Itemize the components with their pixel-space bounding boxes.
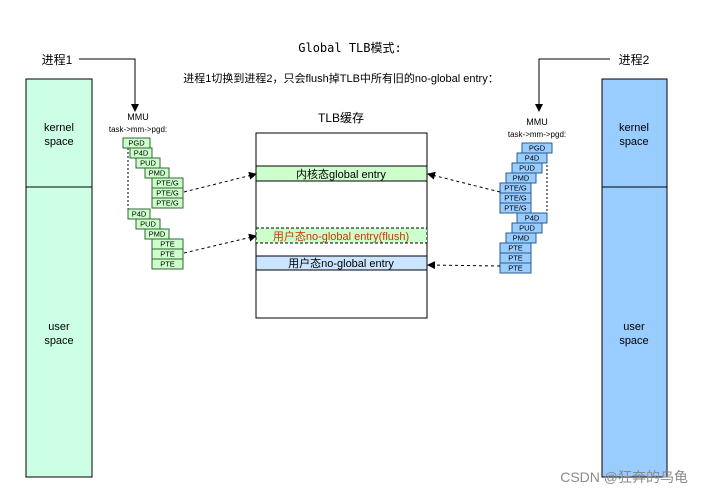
process1-table-pte-g-label: PTE/G — [156, 189, 179, 198]
process1-label: 进程1 — [42, 52, 73, 67]
process2-table-6-pte-g-box — [499, 202, 532, 214]
process1-user-space — [25, 186, 93, 478]
tlb-entry-global-text: 内核态global entry — [296, 167, 386, 181]
process2-table-7-p4d-label: P4D — [525, 214, 540, 223]
process2-table-1-p4d-label: P4D — [525, 154, 540, 163]
process1-table-pte-g-box — [151, 197, 184, 209]
process2-table-3-pmd-label: PMD — [513, 174, 530, 183]
process2-kernel-label-2: space — [619, 136, 648, 148]
tlb-entry-noglobal — [255, 255, 428, 271]
p1-kernel-to-tlb-arrow — [183, 171, 257, 193]
process2-table-9-pmd-label: PMD — [513, 234, 530, 243]
process2-pointer-arrow — [535, 58, 610, 112]
tlb-entry-flush — [255, 227, 428, 244]
process2-user-space — [601, 186, 668, 478]
process1-table-pmd-label: PMD — [149, 169, 166, 178]
process1-table-user-pte-label: PTE — [160, 240, 175, 249]
process1-pointer-arrow — [79, 58, 139, 112]
process1-table-pte-g-label: PTE/G — [156, 199, 179, 208]
process1-table-user-p4d-label: P4D — [132, 210, 147, 219]
process1-mmu-label: MMU — [127, 112, 149, 122]
p1-user-to-tlb-arrow — [183, 233, 257, 254]
diagram-subtitle: 进程1切换到进程2，只会flush掉TLB中所有旧的no-global entr… — [183, 71, 498, 85]
process2-table-5-pte-g-label: PTE/G — [504, 194, 527, 203]
process1-table-user-pud-label: PUD — [140, 220, 156, 229]
process2-kernel-label-1: kernel — [619, 122, 649, 134]
process1-kernel-label-1: kernel — [44, 122, 74, 134]
process1-table-user-pte-label: PTE — [160, 260, 175, 269]
process1-table-pud-label: PUD — [140, 159, 156, 168]
process2-table-12-pte-label: PTE — [508, 264, 523, 273]
process1-table-pte-g-label: PTE/G — [156, 179, 179, 188]
process1-table-user-pte-label: PTE — [160, 250, 175, 259]
process1-table-p4d-label: P4D — [134, 149, 149, 158]
process1-user-label-1: user — [48, 321, 70, 333]
process2-kernel-space — [601, 78, 668, 188]
tlb-entry-noglobal-text: 用户态no-global entry — [288, 256, 394, 270]
process2-table-2-pud-label: PUD — [519, 164, 535, 173]
process2-user-label-2: space — [619, 335, 648, 347]
csdn-watermark: CSDN @狂奔的乌龟 — [560, 469, 688, 485]
process1-kernel-label-2: space — [44, 136, 73, 148]
p2-kernel-to-tlb-arrow — [427, 171, 501, 193]
process2-mmu-label: MMU — [526, 117, 548, 127]
process2-page-tables: PGDP4DPUDPMDPTE/GPTE/GPTE/GP4DPUDPMDPTEP… — [499, 142, 553, 274]
tlb-entry-flush-text: 用户态no-global entry(flush) — [273, 229, 409, 243]
process2-user-label-1: user — [623, 321, 645, 333]
process1-table-pgd-label: PGD — [128, 139, 145, 148]
process1-table-user-pte-box — [151, 258, 184, 270]
process2-label: 进程2 — [619, 52, 650, 67]
process2-table-11-pte-label: PTE — [508, 254, 523, 263]
process1-table-user-pmd-label: PMD — [149, 230, 166, 239]
process2-table-0-pgd-label: PGD — [529, 144, 546, 153]
process1-user-label-2: space — [44, 335, 73, 347]
process2-table-6-pte-g-label: PTE/G — [504, 204, 527, 213]
tlb-box — [255, 132, 428, 319]
process2-pgd-path: task->mm->pgd: — [508, 130, 566, 139]
tlb-label: TLB缓存 — [318, 111, 364, 125]
process2-table-4-pte-g-label: PTE/G — [504, 184, 527, 193]
p2-user-to-tlb-arrow — [427, 261, 501, 270]
process1-page-tables: PGDP4DPUDPMDPTE/GPTE/GPTE/GP4DPUDPMDPTEP… — [122, 137, 184, 270]
process2-table-8-pud-label: PUD — [519, 224, 535, 233]
diagram-title: Global TLB模式: — [298, 41, 401, 55]
process1-pgd-path: task->mm->pgd: — [109, 125, 167, 134]
process2-table-12-pte-box — [499, 262, 532, 274]
process2-table-10-pte-label: PTE — [508, 244, 523, 253]
